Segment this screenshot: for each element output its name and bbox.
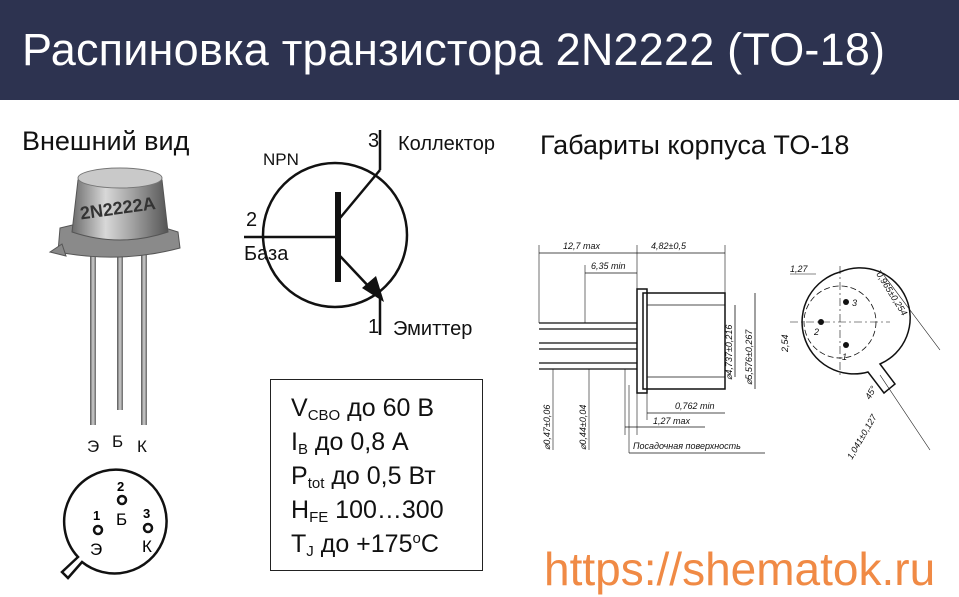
leg-label-collector: К [137, 437, 147, 456]
header-banner: Распиновка транзистора 2N2222 (TO-18) [0, 0, 959, 100]
pin-2-letter: Б [116, 510, 127, 529]
bottom-view-diagram: 1 2 3 Э Б К [60, 468, 168, 580]
leg-emitter [90, 255, 96, 425]
dim-flange-min: 0,762 min [675, 401, 715, 411]
dim-pin-2 [818, 319, 824, 325]
dim-seating-surface: Посадочная поверхность [633, 441, 741, 451]
spec-tj: TJ до +175oC [291, 530, 439, 560]
npn-label: NPN [263, 150, 299, 169]
emitter-arrow [362, 276, 384, 302]
pin-1-number: 1 [93, 508, 100, 523]
external-view-title: Внешний вид [22, 126, 190, 156]
dim-pin-1-label: 1 [842, 352, 847, 362]
npn-schematic-symbol [244, 130, 409, 335]
pin-2-number: 2 [117, 479, 124, 494]
dim-pin-2-label: 2 [813, 327, 819, 337]
spec-hfe: HFE 100…300 [291, 496, 444, 526]
spec-ptot: Ptot до 0,5 Вт [291, 462, 436, 492]
base-name: База [244, 243, 289, 265]
emitter-name: Эмиттер [393, 318, 473, 340]
pin-1-dot [92, 524, 104, 536]
dim-flange-max: 1,27 max [653, 416, 691, 426]
dim-lead-d1: ⌀0,47±0,06 [542, 405, 552, 450]
dim-pin-3-label: 3 [852, 298, 857, 308]
dim-tab-length: 1,041±0,127 [845, 412, 879, 461]
leg-base [117, 255, 123, 410]
pin-2-dot [116, 494, 128, 506]
dimensions-title: Габариты корпуса TO-18 [540, 130, 850, 160]
dim-lead-d2: ⌀0,44±0,04 [578, 405, 588, 450]
dim-angle: 45° [863, 384, 879, 401]
to18-side-view-drawing: 12,7 max 4,82±0,5 6,35 min ⌀4,737±0,216 … [538, 241, 765, 454]
dim-pin-3 [843, 299, 849, 305]
to18-bottom-view-drawing: 1 2 3 1,27 2,54 0,965±0,254 45° 1,041±0,… [780, 264, 941, 461]
pin-1-letter: Э [90, 540, 102, 559]
collector-number: 3 [368, 130, 380, 152]
pin-3-dot [142, 522, 154, 534]
collector-name: Коллектор [398, 133, 495, 155]
leg-label-base: Б [112, 432, 124, 451]
page-title: Распиновка транзистора 2N2222 (TO-18) [22, 24, 886, 75]
base-number: 2 [246, 209, 258, 231]
spec-vcbo: VCBO до 60 В [291, 394, 435, 424]
spec-ib: IB до 0,8 А [291, 428, 409, 458]
dim-pitch-127: 1,27 [790, 264, 809, 274]
transistor-photo-illustration: 2N2222A [48, 167, 181, 425]
pin-3-number: 3 [143, 506, 150, 521]
dim-d-outer: ⌀5,576±0,267 [744, 329, 754, 385]
website-link[interactable]: https://shematok.ru [544, 543, 936, 595]
dim-pin-1 [843, 342, 849, 348]
dim-min-lead: 6,35 min [591, 261, 626, 271]
emitter-number: 1 [368, 316, 380, 338]
dim-cap-height: 4,82±0,5 [651, 241, 687, 251]
leg-collector [141, 255, 147, 425]
leg-label-emitter: Э [87, 437, 100, 456]
pin-3-letter: К [142, 537, 152, 556]
specs-box: VCBO до 60 В IB до 0,8 А Ptot до 0,5 Вт … [270, 379, 483, 571]
dim-d-inner: ⌀4,737±0,216 [724, 325, 734, 380]
dim-pitch-254: 2,54 [780, 334, 790, 353]
dim-length-max: 12,7 max [563, 241, 601, 251]
